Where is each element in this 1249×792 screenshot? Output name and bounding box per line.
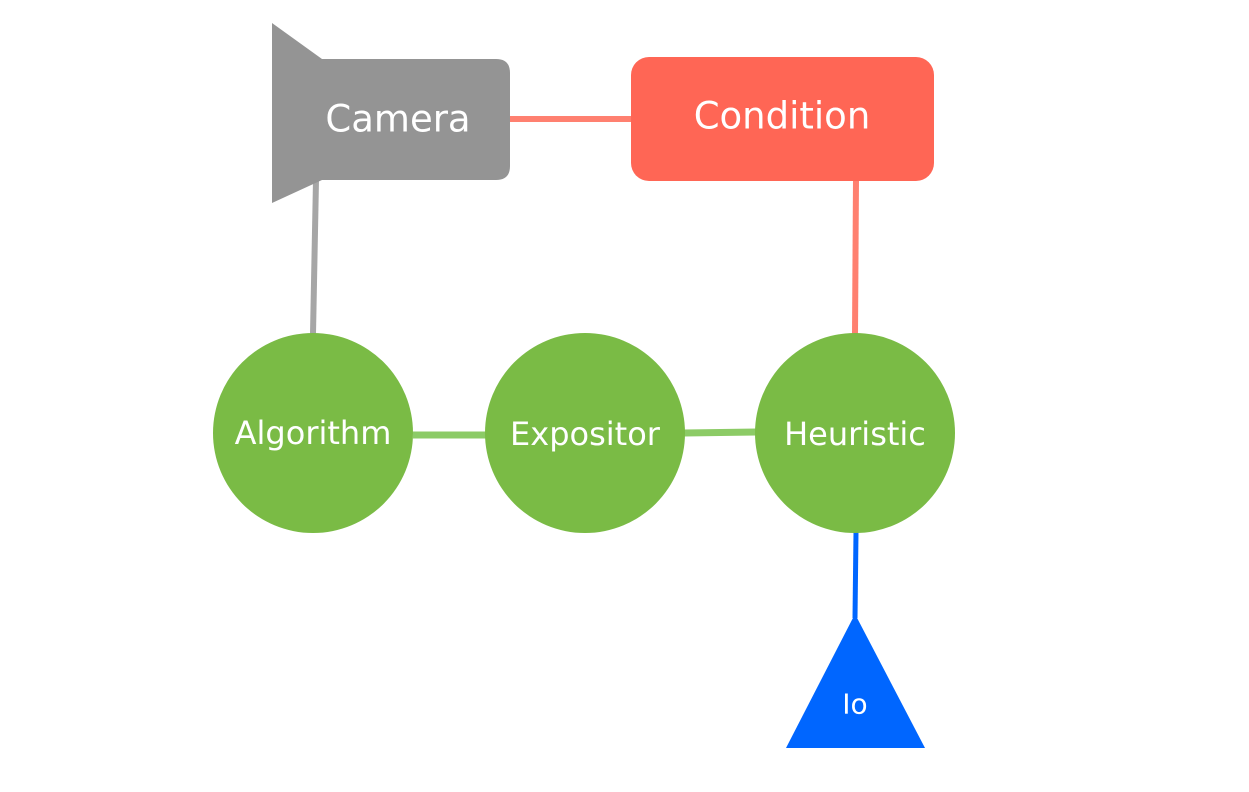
- edge-expositor-heuristic: [683, 428, 758, 437]
- algorithm-label: Algorithm: [235, 414, 392, 452]
- edge-condition-heuristic: [852, 179, 859, 335]
- io-triangle: [786, 614, 925, 748]
- camera-node[interactable]: Camera: [272, 23, 510, 203]
- edge-heuristic-io: [852, 531, 859, 619]
- io-label: Io: [842, 688, 867, 721]
- edge-camera-algorithm: [310, 179, 319, 335]
- heuristic-label: Heuristic: [784, 415, 926, 453]
- expositor-node[interactable]: Expositor: [485, 333, 685, 533]
- condition-node[interactable]: Condition: [631, 57, 934, 181]
- condition-box: [631, 57, 934, 181]
- condition-label: Condition: [694, 95, 871, 138]
- algorithm-node[interactable]: Algorithm: [213, 333, 413, 533]
- heuristic-circle: [755, 333, 955, 533]
- io-node[interactable]: Io: [786, 614, 925, 748]
- camera-label: Camera: [325, 98, 470, 141]
- expositor-circle: [485, 333, 685, 533]
- algorithm-circle: [213, 333, 413, 533]
- heuristic-node[interactable]: Heuristic: [755, 333, 955, 533]
- camera-icon: [272, 23, 510, 203]
- expositor-label: Expositor: [510, 415, 661, 453]
